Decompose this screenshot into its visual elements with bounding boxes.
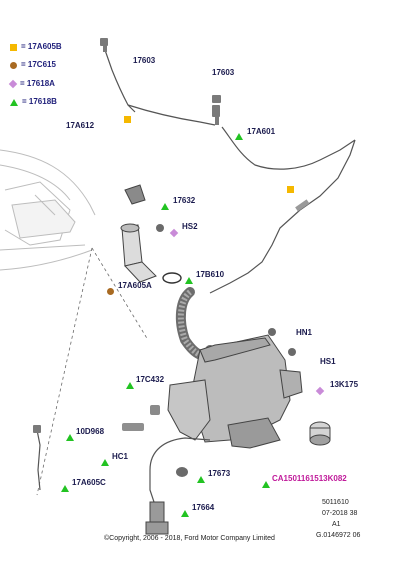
label-17a612: 17A612 (66, 121, 95, 130)
legend-code: = 17618B (22, 97, 57, 106)
filler-hose (175, 287, 215, 361)
legend-row-diamond: = 17618A (8, 79, 55, 89)
legend-code: = 17618A (20, 79, 55, 88)
hn1-clip (268, 328, 276, 336)
label-17673: 17673 (208, 469, 231, 478)
dashed-leaders (36, 247, 149, 496)
label-17632: 17632 (173, 196, 196, 205)
circle-icon (10, 61, 17, 69)
hose-clip (295, 199, 310, 212)
label-10d968: 10D968 (76, 427, 105, 436)
marker-triangle (262, 475, 274, 493)
label-hs2: HS2 (182, 222, 198, 231)
label-17664: 17664 (192, 503, 215, 512)
rear-jet-right (212, 95, 221, 125)
ref-version: A1 (332, 521, 341, 528)
marker-triangle (61, 479, 73, 497)
triangle-icon (10, 98, 18, 106)
rear-jet-top (100, 38, 108, 52)
ref-number: 5011610 (322, 499, 349, 506)
hs1-clip (288, 348, 296, 356)
marker-triangle (66, 428, 78, 446)
ref-date: 07-2018 38 (322, 510, 358, 517)
vehicle-body-outline (0, 149, 96, 271)
marker-triangle (161, 197, 173, 215)
label-hn1: HN1 (296, 328, 313, 337)
marker-square-17a605b (124, 110, 135, 128)
label-17603-right: 17603 (212, 68, 235, 77)
seal-ring (162, 272, 182, 284)
marker-diamond (315, 381, 327, 399)
washer-pump (309, 421, 331, 446)
grommet (150, 405, 160, 415)
label-17a605c: 17A605C (72, 478, 106, 487)
label-17a601: 17A601 (247, 127, 276, 136)
marker-triangle (197, 470, 209, 488)
legend-row-square: = 17A605B (10, 42, 62, 52)
label-17603-top: 17603 (133, 56, 156, 65)
filler-neck (120, 184, 157, 283)
marker-triangle (181, 504, 193, 522)
marker-triangle (101, 453, 113, 471)
marker-triangle (185, 271, 197, 289)
hs2-screw (156, 224, 164, 232)
label-17a605a: 17A605A (118, 281, 152, 290)
legend-code: = 17C615 (21, 60, 56, 69)
washer-reservoir (167, 334, 303, 449)
ref-graphic-id: G.0146972 06 (316, 532, 361, 539)
label-13k175: 13K175 (330, 380, 359, 389)
rear-washer-hose (104, 49, 356, 294)
copyright-text: ©Copyright, 2006 - 2018, Ford Motor Comp… (104, 535, 275, 542)
marker-square-hose (287, 180, 298, 198)
square-icon (10, 43, 17, 51)
marker-triangle (126, 376, 138, 394)
label-hc1: HC1 (112, 452, 129, 461)
legend-row-circle: = 17C615 (10, 60, 56, 70)
pump-17664 (145, 501, 169, 535)
legend-code: = 17A605B (21, 42, 62, 51)
marker-circle (107, 282, 118, 300)
label-17c432: 17C432 (136, 375, 165, 384)
lower-hose (36, 429, 211, 506)
marker-diamond (169, 223, 181, 241)
diamond-icon (8, 79, 18, 89)
level-sensor (122, 423, 144, 431)
plug-17673 (176, 467, 188, 477)
lower-connector (33, 425, 41, 433)
label-ca1501161513k082: CA1501161513K082 (272, 474, 347, 483)
legend-row-triangle: = 17618B (10, 97, 57, 107)
label-17b610: 17B610 (196, 270, 225, 279)
marker-triangle (235, 127, 247, 145)
label-hs1: HS1 (320, 357, 336, 366)
